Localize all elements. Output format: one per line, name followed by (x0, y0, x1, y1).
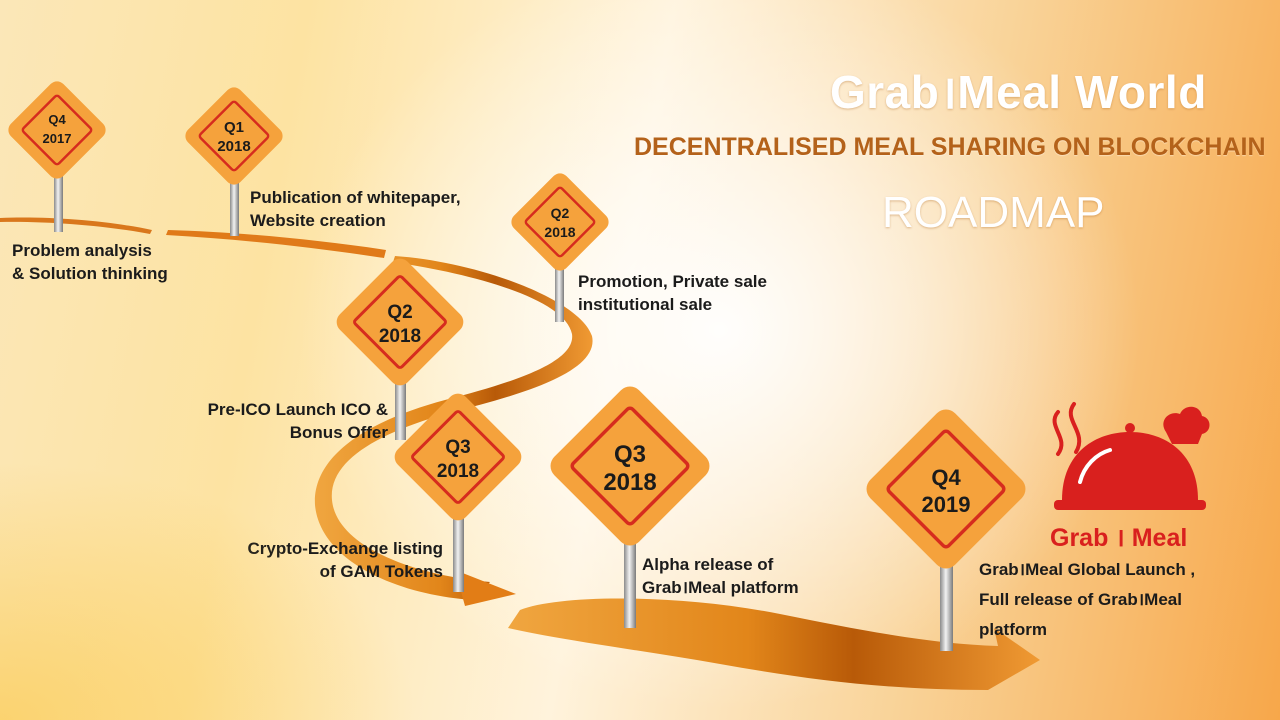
caption-line: Promotion, Private sale (578, 272, 767, 291)
sign-pole (395, 380, 406, 440)
caption-line: platform (979, 620, 1047, 639)
caption-line: Problem analysis (12, 241, 152, 260)
sign-year: 2018 (603, 469, 656, 496)
caption-line: of GAM Tokens (319, 562, 443, 581)
road-sign: Q2 2018 (511, 173, 609, 271)
food-cloche-icon (1052, 402, 1210, 510)
sign-quarter: Q2 (387, 302, 412, 323)
road-arrow (508, 598, 1040, 690)
sign-pole (624, 540, 636, 628)
sign-pole (555, 262, 564, 322)
sign-pole (230, 178, 239, 236)
sign-year: 2017 (43, 131, 72, 146)
road-curve-tip (455, 570, 516, 606)
road-segment-1 (0, 217, 152, 234)
road-sign: Q4 2017 (8, 81, 106, 179)
caption-line: Bonus Offer (289, 423, 388, 442)
milestone-caption: Grab।Meal Global Launch , Full release o… (979, 555, 1195, 645)
sign-pole (940, 565, 953, 651)
sign-quarter: Q3 (614, 441, 646, 468)
road-sign: Q3 2018 (550, 386, 710, 546)
caption-line: & Solution thinking (12, 264, 168, 283)
caption-line: Alpha release of (642, 555, 774, 574)
road-sign: Q1 2018 (185, 87, 283, 185)
caption-line: Full release of Grab।Meal (979, 590, 1182, 609)
sign-quarter: Q2 (551, 205, 570, 221)
sign-year: 2018 (217, 138, 250, 155)
caption-line: Crypto-Exchange listing (247, 539, 443, 558)
roadmap-heading: ROADMAP (882, 188, 1105, 237)
milestone-caption: Publication of whitepaper, Website creat… (250, 186, 461, 232)
sign-year: 2019 (922, 492, 971, 517)
caption-line: Pre-ICO Launch ICO & (207, 400, 388, 419)
caption-line: institutional sale (578, 295, 713, 314)
sign-year: 2018 (437, 461, 479, 482)
road-sign: Q2 2018 (336, 258, 464, 386)
road-sign: Q4 2019 (866, 409, 1026, 569)
milestone-caption: Promotion, Private sale institutional sa… (578, 270, 767, 316)
sign-year: 2018 (544, 224, 575, 240)
milestone-caption: Alpha release of Grab।Meal platform (642, 553, 799, 599)
caption-line: Website creation (250, 211, 386, 230)
caption-line: Grab।Meal Global Launch , (979, 560, 1196, 579)
logo-text: Grab । Meal (1050, 524, 1188, 552)
sign-year: 2018 (379, 326, 421, 347)
sign-group: Q4 2017 Q1 2018 Q2 2018 Q2 2018 (8, 81, 1026, 651)
road-sign: Q3 2018 (394, 393, 522, 521)
brand-title: Grab।Meal World (830, 66, 1207, 118)
milestone-caption: Crypto-Exchange listing of GAM Tokens (247, 537, 443, 583)
sign-quarter: Q4 (48, 112, 66, 127)
sign-pole (453, 518, 464, 592)
sign-quarter: Q3 (445, 437, 470, 458)
milestone-caption: Pre-ICO Launch ICO & Bonus Offer (208, 398, 388, 444)
milestone-caption: Problem analysis & Solution thinking (12, 239, 168, 285)
tagline: DECENTRALISED MEAL SHARING ON BLOCKCHAIN (634, 133, 1266, 161)
sign-quarter: Q4 (931, 465, 961, 490)
caption-line: Grab।Meal platform (642, 578, 799, 597)
caption-line: Publication of whitepaper, (250, 188, 461, 207)
road-segment-2 (166, 230, 386, 258)
sign-pole (54, 168, 63, 232)
sign-quarter: Q1 (224, 119, 244, 136)
